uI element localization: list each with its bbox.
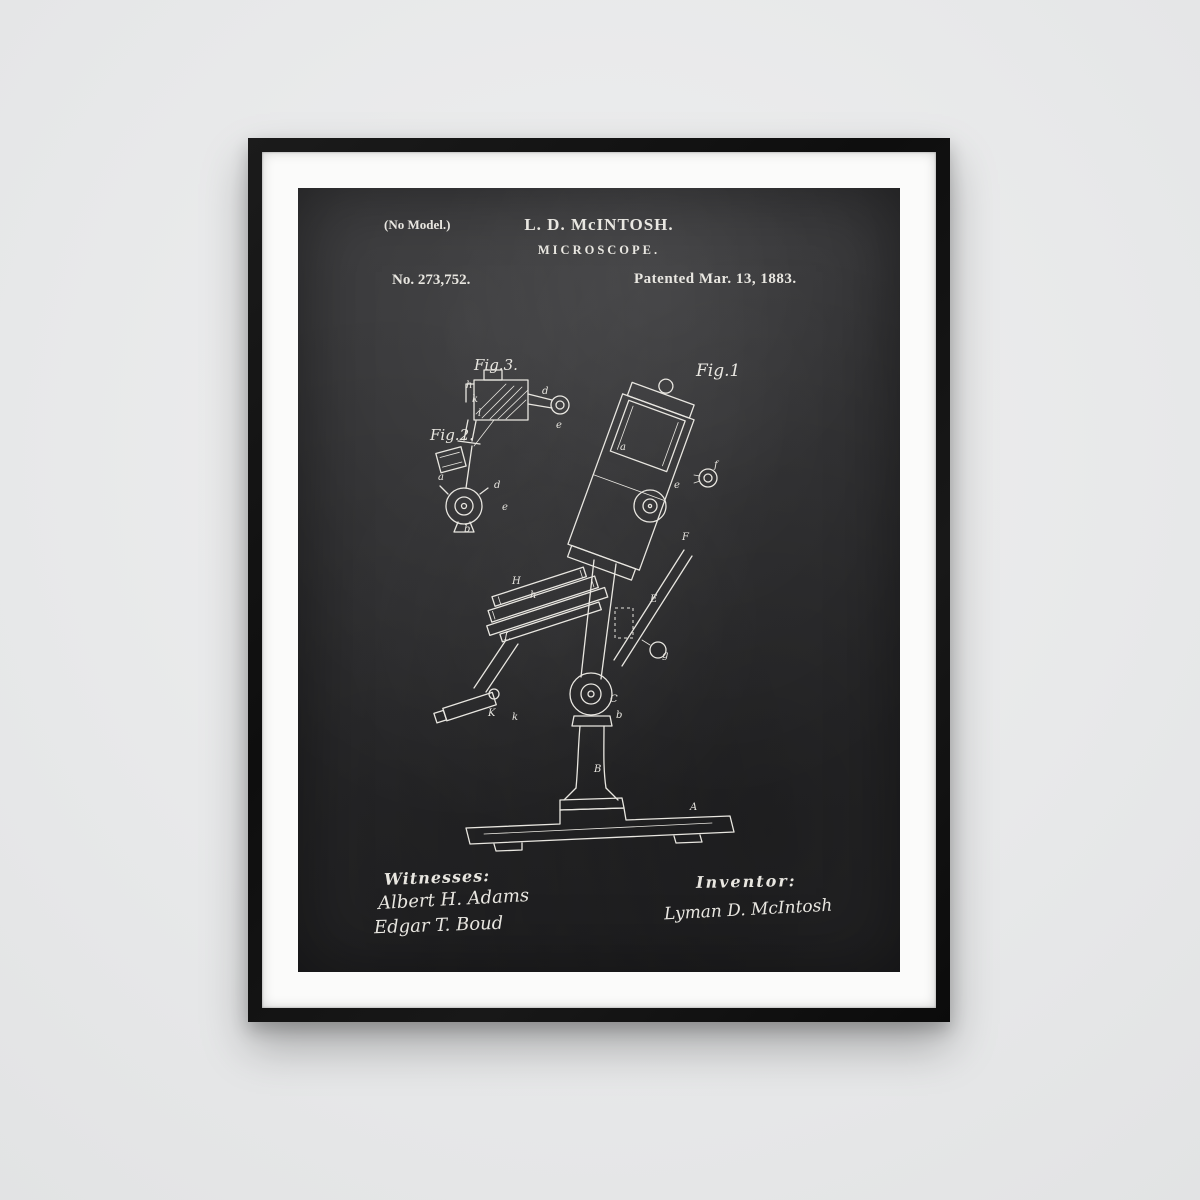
picture-frame: (No Model.) L. D. McINTOSH. MICROSCOPE. … [248,138,950,1022]
part-letter: K [487,708,496,719]
part-letter: b [464,524,470,535]
part-letter: e [674,480,680,491]
fig1-microscope [433,367,734,851]
fig1-label: Fig.1 [695,361,740,381]
part-letter: d [494,480,500,491]
part-letter: H [511,576,521,587]
mat-board: (No Model.) L. D. McINTOSH. MICROSCOPE. … [262,152,936,1008]
fig3-label: Fig.3. [473,356,518,374]
part-letter: e [502,502,508,513]
part-letter: L [503,632,511,643]
witnesses-heading: Witnesses: [384,866,491,889]
part-letter: C [610,694,618,705]
part-letter: g [662,650,668,661]
part-letter: l [478,408,481,419]
patent-print: (No Model.) L. D. McINTOSH. MICROSCOPE. … [298,188,900,972]
patent-drawing: Fig.3. Fig.2. Fig.1 a e fF EgCbB A HhL Kk a d b e h… [298,188,900,972]
fig2-detail [436,446,488,532]
part-letter: a [620,442,626,453]
part-letter: k [472,394,478,405]
part-letter: h [466,380,472,391]
part-letter: E [649,594,658,605]
fig2-label: Fig.2. [429,426,474,444]
part-letter: B [593,764,601,775]
part-letter: e [556,420,562,431]
part-letter: a [438,472,444,483]
part-letter: A [689,802,697,813]
part-letter: k [512,712,518,723]
fig3-detail [458,370,569,446]
inventor-heading: Inventor: [696,871,797,892]
part-letter: h [530,590,536,601]
part-letter: d [542,386,548,397]
part-letter: f [713,460,720,471]
part-letter: F [681,532,690,543]
part-letter: b [616,710,622,721]
